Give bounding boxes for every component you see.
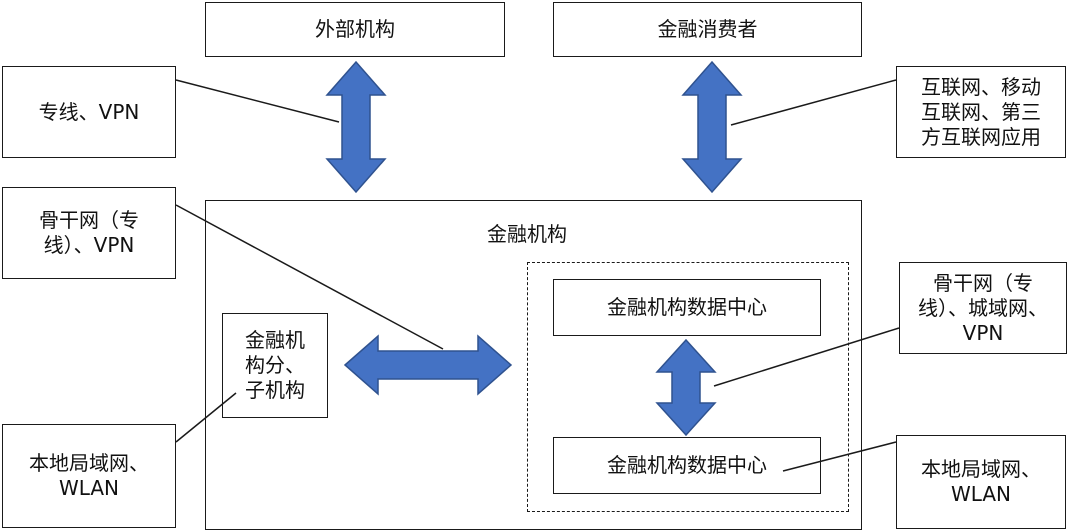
arrow-external-org bbox=[325, 60, 387, 194]
leader-leased-line bbox=[175, 79, 340, 123]
leader-backbone-left bbox=[175, 204, 444, 350]
data-center-top-node: 金融机构数据中心 bbox=[553, 279, 821, 336]
data-center-bottom-node: 金融机构数据中心 bbox=[553, 437, 821, 494]
internet-label: 互联网、移动 互联网、第三 方互联网应用 bbox=[896, 66, 1066, 158]
leader-internet bbox=[730, 79, 897, 126]
lan-wlan-left-label: 本地局域网、 WLAN bbox=[2, 424, 176, 528]
backbone-left-label: 骨干网（专 线）、VPN bbox=[2, 187, 176, 279]
leader-backbone-right bbox=[713, 327, 900, 387]
backbone-right-label: 骨干网（专 线）、城域网、 VPN bbox=[899, 262, 1067, 354]
external-org-node: 外部机构 bbox=[205, 2, 505, 57]
financial-org-title: 金融机构 bbox=[487, 222, 567, 246]
arrow-consumer bbox=[681, 60, 743, 194]
financial-consumer-node: 金融消费者 bbox=[553, 2, 862, 57]
data-center-group bbox=[527, 262, 849, 512]
arrow-data-centers bbox=[655, 338, 717, 437]
lan-wlan-right-label: 本地局域网、 WLAN bbox=[896, 435, 1066, 529]
leased-line-vpn-label: 专线、VPN bbox=[2, 66, 176, 158]
arrow-branch bbox=[343, 334, 513, 396]
leader-lan-right bbox=[782, 441, 897, 472]
branch-node: 金融机 构分、 子机构 bbox=[222, 313, 328, 418]
leader-lan-left bbox=[175, 392, 237, 443]
